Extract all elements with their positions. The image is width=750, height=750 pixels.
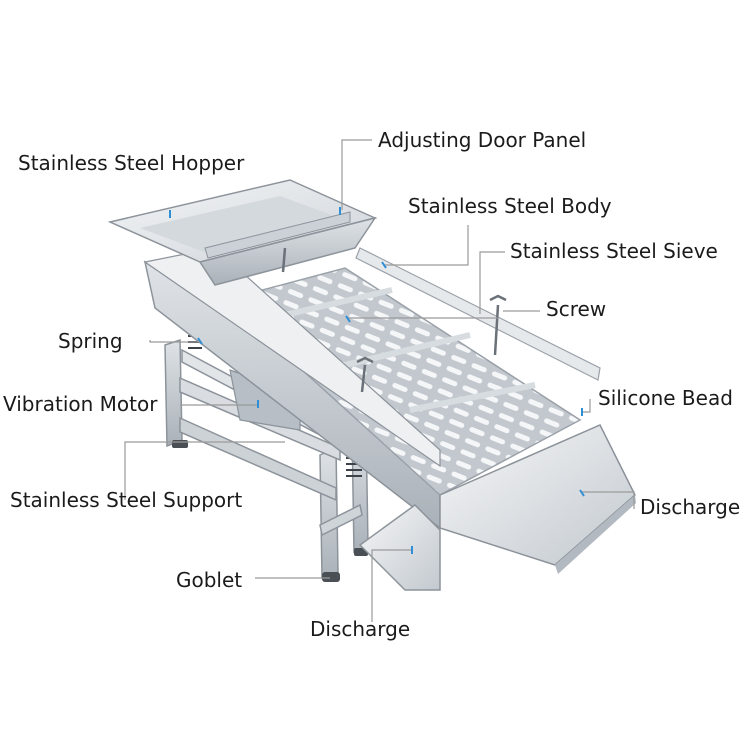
sieve-frame-bars [271,287,536,413]
screw-handles [281,247,507,393]
callout-markers [169,207,585,554]
label-stainless-steel-body: Stainless Steel Body [408,194,612,218]
body-back-wall [355,247,601,381]
label-stainless-steel-hopper: Stainless Steel Hopper [18,151,245,175]
label-discharge-bottom: Discharge [310,617,411,641]
label-spring: Spring [58,329,123,353]
label-silicone-bead: Silicone Bead [598,386,733,410]
label-vibration-motor: Vibration Motor [3,392,158,416]
hopper-front [198,216,377,286]
label-adjusting-door-panel: Adjusting Door Panel [378,128,587,152]
label-discharge-side: Discharge [640,495,741,519]
hopper-inner [140,196,350,255]
adjusting-door-panel [204,211,351,259]
label-stainless-steel-support: Stainless Steel Support [10,488,243,512]
discharge-chute-edge [555,495,636,574]
label-screw: Screw [546,297,607,321]
leader-lines [124,139,635,622]
label-goblet: Goblet [176,568,243,592]
discharge-lower [358,504,441,591]
label-stainless-steel-sieve: Stainless Steel Sieve [510,239,718,263]
sieve-mesh [223,267,582,496]
